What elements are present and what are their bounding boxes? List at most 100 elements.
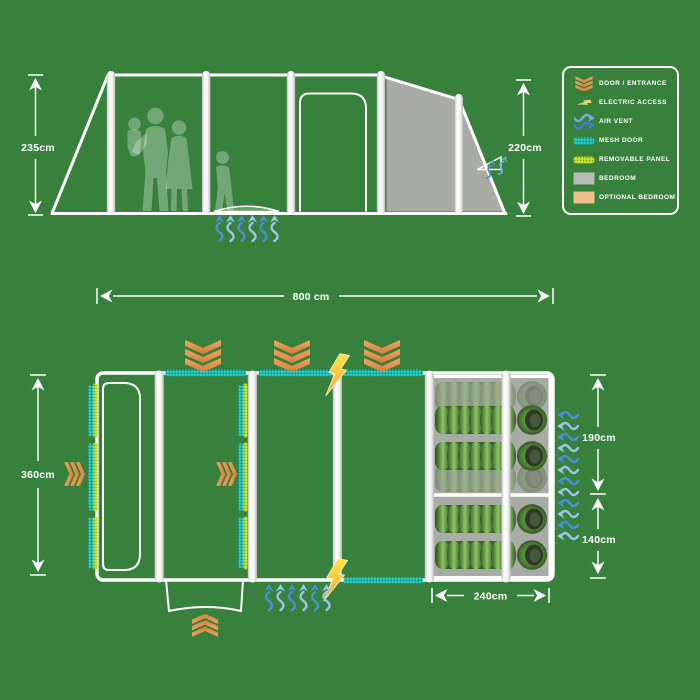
air-vent-icon <box>246 213 259 243</box>
dimension-small-bedroom: 140cm <box>582 498 616 579</box>
mesh-door-icon <box>88 385 93 437</box>
air-vent-icon <box>309 582 321 612</box>
porch-door-outline <box>102 382 141 571</box>
legend-item-label: AIR VENT <box>599 118 633 125</box>
legend-item-label: DOOR / ENTRANCE <box>599 80 667 87</box>
air-vent-icon <box>286 582 298 612</box>
air-vent-icon <box>274 582 287 612</box>
door-entrance-icon <box>274 340 310 372</box>
legend-item-label: ELECTRIC ACCESS <box>599 99 667 106</box>
sleeping-bag <box>435 441 547 471</box>
air-vent-icon <box>224 213 237 243</box>
bedroom-icon <box>569 172 599 185</box>
air-vent-icon <box>235 213 248 243</box>
mesh-door-icon <box>238 443 243 511</box>
legend: DOOR / ENTRANCE ELECTRIC ACCESS AIR VENT… <box>562 66 679 215</box>
removable-panel-icon <box>243 383 248 438</box>
legend-item: DOOR / ENTRANCE <box>569 75 672 92</box>
dimension-label: 235cm <box>21 142 55 154</box>
air-vent-icon <box>213 213 226 243</box>
mesh-door-icon <box>238 517 243 568</box>
air-vent-icon <box>257 213 270 243</box>
legend-item: AIR VENT <box>569 113 672 130</box>
legend-item-label: REMOVABLE PANEL <box>599 156 671 163</box>
removable-panel-icon <box>243 442 248 512</box>
dimension-bedroom-depth: 240cm <box>431 588 550 603</box>
air-vent-icon <box>297 582 310 612</box>
dimension-total-width: 360cm <box>21 374 55 576</box>
side-bedroom-area <box>386 78 506 212</box>
dimension-label: 140cm <box>582 534 616 546</box>
dimension-label: 190cm <box>582 432 616 444</box>
side-elevation: 235cm 220cm <box>21 71 542 243</box>
tent-pole <box>424 370 434 583</box>
dimension-label: 800 cm <box>293 291 330 303</box>
air-vent-icon <box>555 431 580 443</box>
removable-panel-icon <box>569 155 599 164</box>
dimension-main-bedroom: 190cm <box>582 374 616 495</box>
air-vent-icon <box>555 420 580 432</box>
air-vent-icon <box>555 442 580 454</box>
door-entrance-icon <box>64 462 86 486</box>
tent-pole <box>247 370 257 583</box>
dimension-front-height: 235cm <box>21 74 55 216</box>
legend-item: MESH DOOR <box>569 132 672 149</box>
door-entrance-icon <box>364 340 400 372</box>
air-vent-icons-right <box>555 409 580 542</box>
air-vent-icon <box>555 508 580 520</box>
mesh-door-icon <box>569 136 599 145</box>
removable-panel-icon <box>93 383 98 438</box>
door-entrance-icon <box>216 462 238 486</box>
tent-pole <box>154 370 164 583</box>
sleeping-bag <box>435 405 547 435</box>
air-vent-icon <box>555 497 580 509</box>
legend-item-label: MESH DOOR <box>599 137 644 144</box>
floor-plan: 360cm 190cm 140cm 240cm <box>21 340 616 637</box>
mesh-door-icon <box>258 369 332 377</box>
removable-panel-icon <box>93 442 98 512</box>
air-vent-icon <box>268 213 281 243</box>
air-vent-icon <box>263 582 275 612</box>
air-vent-icon <box>569 113 599 130</box>
door-entrance-icon <box>569 75 599 92</box>
mesh-door-icon <box>343 577 423 584</box>
tent-pole <box>332 370 342 583</box>
air-vent-icon <box>494 153 511 177</box>
air-vent-icon <box>555 530 580 542</box>
removable-panel-icon <box>243 516 248 570</box>
legend-item: OPTIONAL BEDROOM <box>569 189 675 206</box>
legend-item-label: BEDROOM <box>599 175 637 182</box>
mesh-door-icon <box>88 443 93 511</box>
tent-pole <box>501 370 511 583</box>
canopy-outline <box>165 579 244 613</box>
air-vent-icon <box>555 519 580 531</box>
tent-pole <box>376 71 386 215</box>
mesh-door-icon <box>343 369 423 377</box>
sleeping-bag <box>435 540 547 570</box>
dimension-label: 360cm <box>21 469 55 481</box>
air-vent-icon <box>555 475 580 487</box>
bedroom-area <box>429 375 552 579</box>
sleeping-bag <box>435 504 547 534</box>
mesh-door-icon <box>88 517 93 568</box>
ground-vent <box>213 205 280 213</box>
air-vent-icons-bottom <box>263 582 333 612</box>
dimension-label: 220cm <box>508 142 542 154</box>
dimension-label: 240cm <box>474 591 508 603</box>
air-vent-icon <box>555 486 580 498</box>
mesh-door-icon <box>238 385 243 437</box>
removable-panel-icon <box>93 516 98 570</box>
tent-pole <box>106 71 116 215</box>
dimension-rear-height: 220cm <box>508 79 542 217</box>
tent-pole <box>286 71 296 215</box>
optional-bedroom-icon <box>569 191 599 204</box>
door-entrance-icon <box>192 613 218 637</box>
electric-access-icon <box>569 95 599 110</box>
door-entrance-icon <box>185 340 221 372</box>
air-vent-icon <box>555 409 580 421</box>
dimension-total-length: 800 cm <box>96 288 554 304</box>
side-door-outline <box>299 92 367 212</box>
mesh-door-strips <box>88 369 423 584</box>
tent-poles-side <box>106 71 463 215</box>
